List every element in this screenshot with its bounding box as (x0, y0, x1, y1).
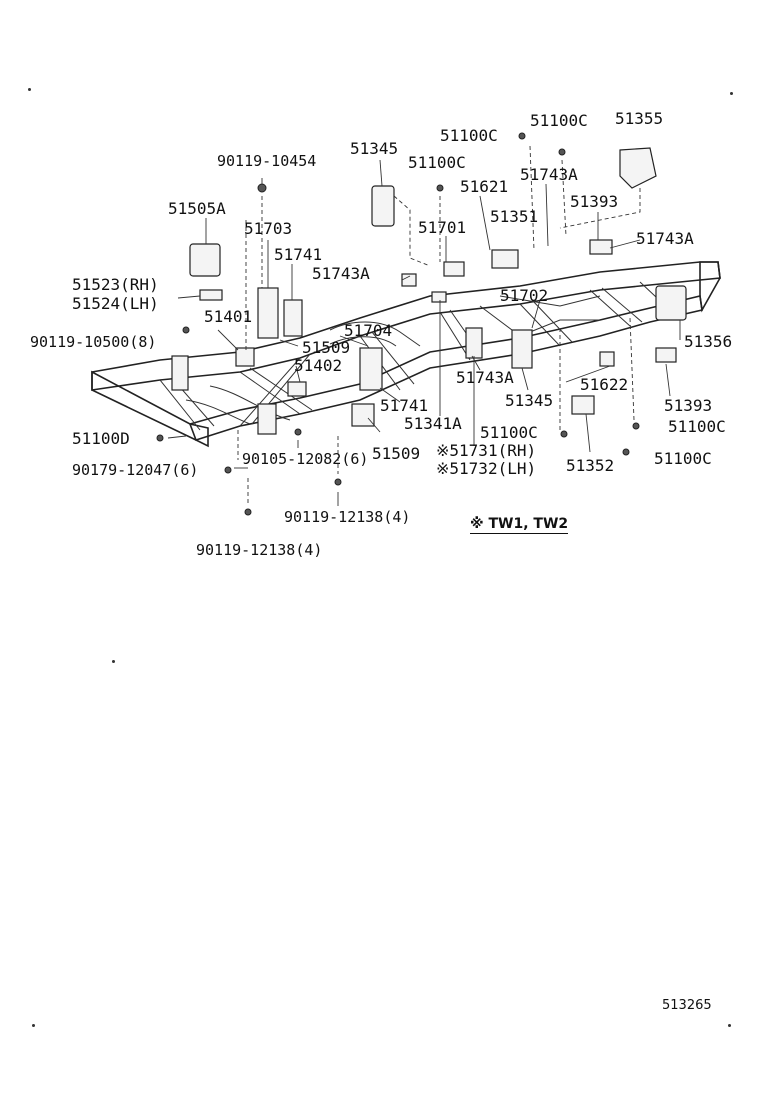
label-51100c: 51100C (530, 111, 588, 130)
label-90119-10454: 90119-10454 (217, 152, 317, 170)
label-51704: 51704 (344, 321, 393, 340)
label-51702: 51702 (500, 286, 549, 305)
label-51741: 51741 (380, 396, 429, 415)
scan-speck (728, 1024, 731, 1027)
scan-speck (28, 88, 31, 91)
label-51393: 51393 (664, 396, 713, 415)
label-51351: 51351 (490, 207, 539, 226)
label-51355: 51355 (615, 109, 664, 128)
label-51743a: 51743A (636, 229, 694, 248)
label-51743a: 51743A (520, 165, 578, 184)
label-51401: 51401 (204, 307, 253, 326)
label-51100c: 51100C (440, 126, 498, 145)
scan-speck (32, 1024, 35, 1027)
label-51509: 51509 (372, 444, 421, 463)
label-51100c: 51100C (480, 423, 538, 442)
label-51509: 51509 (302, 338, 351, 357)
label-51345: 51345 (350, 139, 399, 158)
parts (156, 132, 687, 516)
label-90119-12138: 90119-12138(4) (196, 541, 323, 559)
label-51732-lh: ※51732(LH) (436, 459, 537, 478)
label-51100c: 51100C (654, 449, 712, 468)
label-90105-12082: 90105-12082(6) (242, 450, 369, 468)
leader-lines (167, 145, 681, 506)
label-90179-12047: 90179-12047(6) (72, 461, 199, 479)
label-51743a: 51743A (456, 368, 514, 387)
label-51402: 51402 (294, 356, 343, 375)
label-51505a: 51505A (168, 199, 226, 218)
label-51621: 51621 (460, 177, 509, 196)
label-51523-rh: 51523(RH) (72, 275, 159, 294)
label-51731-rh: ※51731(RH) (436, 441, 537, 460)
label-51100c: 51100C (668, 417, 726, 436)
label-51741: 51741 (274, 245, 323, 264)
label-90119-12138: 90119-12138(4) (284, 508, 411, 526)
label-51393: 51393 (570, 192, 619, 211)
label-51100d: 51100D (72, 429, 130, 448)
label-51701: 51701 (418, 218, 467, 237)
scan-speck (730, 92, 733, 95)
scan-speck (112, 660, 115, 663)
label-51524-lh: 51524(LH) (72, 294, 159, 313)
label-51100c: 51100C (408, 153, 466, 172)
applicability-note: ※ TW1, TW2 (470, 516, 569, 534)
label-90119-10500: 90119-10500(8) (30, 333, 157, 351)
label-51703: 51703 (244, 219, 293, 238)
label-51341a: 51341A (404, 414, 462, 433)
label-51743a: 51743A (312, 264, 370, 283)
label-51345: 51345 (505, 391, 554, 410)
label-51622: 51622 (580, 375, 629, 394)
figure-code: 513265 (662, 998, 712, 1013)
label-51356: 51356 (684, 332, 733, 351)
label-51352: 51352 (566, 456, 615, 475)
